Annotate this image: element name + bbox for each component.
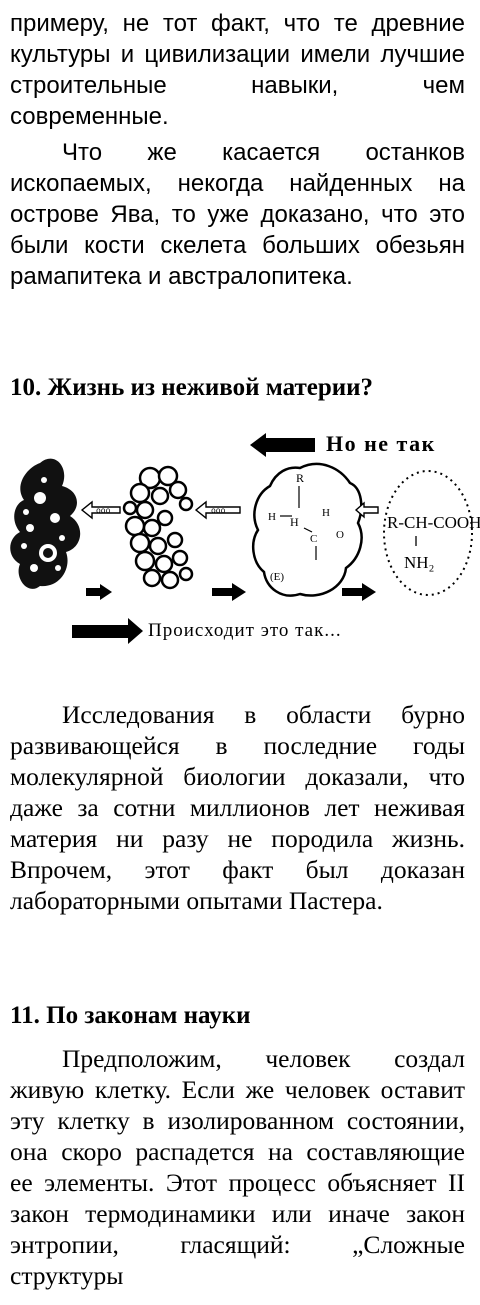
forward-arrow-icon <box>342 583 376 601</box>
amino-acid-drawing: R-CH-COOH NH₂ <box>383 470 480 596</box>
svg-text:ooo: ooo <box>211 507 226 516</box>
reverse-arrow-icon <box>250 433 315 457</box>
protein-label-h-center: H <box>290 515 299 529</box>
section-heading-10: 10. Жизнь из неживой материи? <box>10 374 374 401</box>
protein-label-h-right: H <box>322 507 330 519</box>
figure-caption-happens-so: Происходит это так... <box>148 620 342 641</box>
long-forward-arrow-icon <box>72 618 143 644</box>
protein-label-e: (E) <box>270 571 284 583</box>
living-cell-drawing <box>10 458 81 589</box>
forward-arrow-icon <box>212 583 246 601</box>
paragraph-molecular-biology: Исследования в области бурно развивающей… <box>10 700 465 915</box>
figure-caption-not-so: Но не так <box>326 431 436 456</box>
life-origin-diagram: ooo ooo R H H C O H (E) <box>10 433 480 644</box>
paragraph-java-fossils: Что же касается останков ископаемых, нек… <box>10 139 465 290</box>
section-heading-11: 11. По законам науки <box>10 1002 251 1029</box>
protein-label-o: O <box>336 529 344 541</box>
protein-label-r: R <box>296 471 304 485</box>
paragraph-intro-continuation: примеру, не тот факт, что те древние кул… <box>10 10 465 130</box>
cell-cluster-drawing <box>122 465 194 590</box>
protein-label-c: C <box>310 533 317 545</box>
amino-formula-line1: R-CH-COOH <box>387 513 480 532</box>
hollow-arrow-icon: ooo <box>194 500 241 520</box>
protein-label-h-left: H <box>268 511 276 523</box>
paragraph-living-cell: Предположим, человек создал живую клетку… <box>10 1044 465 1290</box>
forward-arrow-icon <box>86 584 112 600</box>
protein-molecule-drawing: R H H C O H (E) <box>251 462 363 597</box>
hollow-arrow-icon: ooo <box>80 500 121 520</box>
hollow-arrow-icon <box>354 501 379 519</box>
amino-formula-line2: NH₂ <box>404 553 434 572</box>
svg-text:ooo: ooo <box>96 507 111 516</box>
